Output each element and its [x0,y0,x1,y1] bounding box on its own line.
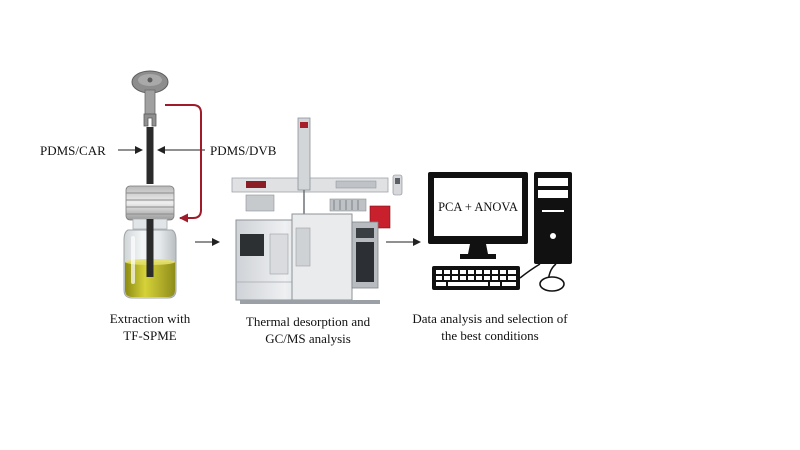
step-caption-data-analysis: Data analysis and selection of the best … [400,310,580,344]
insertion-arrow [165,104,202,223]
screen-label-pca-anova: PCA + ANOVA [438,200,518,214]
sample-vial-icon [123,185,177,299]
step-caption-extraction: Extraction with TF-SPME [80,310,220,344]
step3-line2: the best conditions [441,328,539,343]
step-caption-gcms: Thermal desorption and GC/MS analysis [228,313,388,347]
computer-icon [428,172,572,292]
step3-line1: Data analysis and selection of [412,311,568,326]
label-pdms-car: PDMS/CAR [40,143,106,158]
spme-holder-icon [131,70,169,127]
step2-line1: Thermal desorption and [245,314,371,329]
step1-line1: Extraction with [109,311,191,326]
thin-film-fiber [146,127,154,184]
label-pdms-dvb: PDMS/DVB [210,143,277,158]
step2-line2: GC/MS analysis [265,331,351,346]
monitor-screen [434,178,522,236]
keyboard-icon [432,266,520,290]
gc-ms-instrument-icon [231,117,403,304]
step1-line2: TF-SPME [123,328,177,343]
mouse-icon [539,276,565,292]
